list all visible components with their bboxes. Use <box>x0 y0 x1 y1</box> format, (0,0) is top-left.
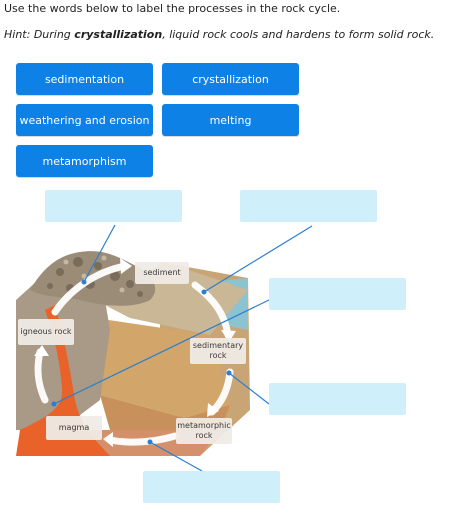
chip-weathering-and-erosion[interactable]: weathering and erosion <box>16 104 153 136</box>
label-metamorphic-rock: metamorphic rock <box>176 418 232 444</box>
chip-crystallization[interactable]: crystallization <box>162 63 299 95</box>
chip-metamorphism[interactable]: metamorphism <box>16 145 153 177</box>
dropzone-3[interactable] <box>269 278 406 310</box>
label-sediment: sediment <box>135 262 189 284</box>
chip-melting[interactable]: melting <box>162 104 299 136</box>
dropzone-4[interactable] <box>269 383 406 415</box>
label-igneous-rock: igneous rock <box>18 319 74 345</box>
dropzone-1[interactable] <box>45 190 182 222</box>
hint-term: crystallization <box>74 28 163 41</box>
dropzone-2[interactable] <box>240 190 377 222</box>
label-magma: magma <box>46 416 102 440</box>
label-sedimentary-rock: sedimentary rock <box>190 338 246 364</box>
hint-text: Hint: During crystallization, liquid roc… <box>4 28 435 41</box>
dropzone-5[interactable] <box>143 471 280 503</box>
chip-sedimentation[interactable]: sedimentation <box>16 63 153 95</box>
instructions-text: Use the words below to label the process… <box>4 2 341 15</box>
